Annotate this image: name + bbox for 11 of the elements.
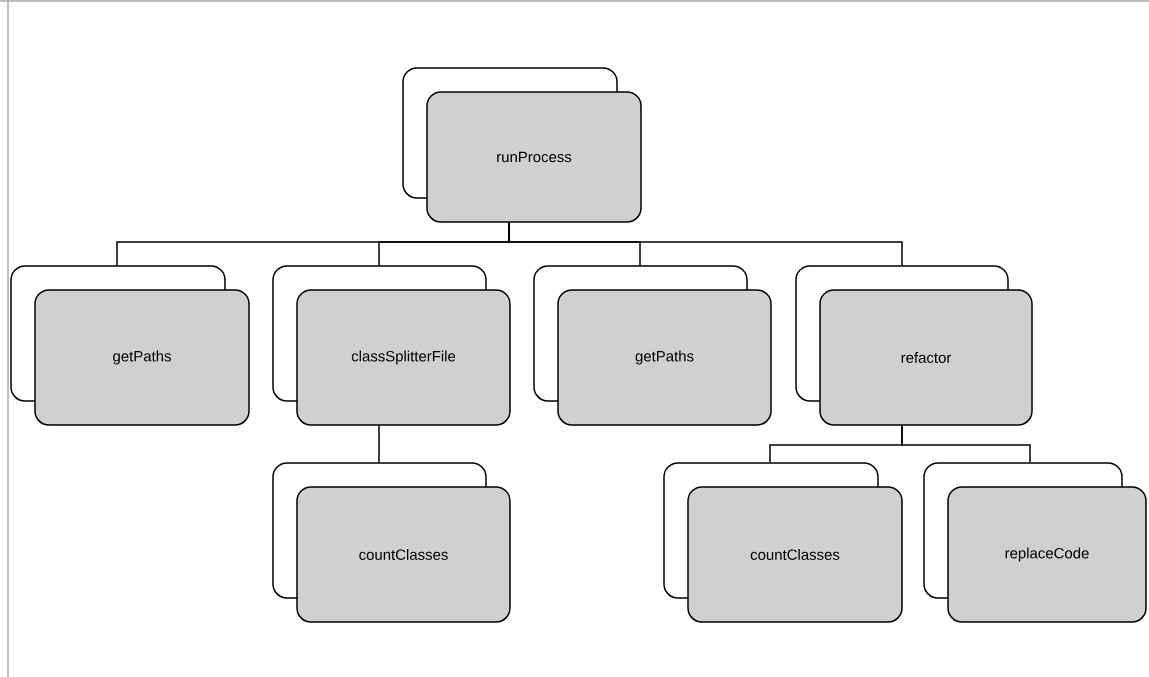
- tree-box: classSplitterFile: [272, 265, 511, 426]
- connector-line: [901, 425, 1031, 463]
- tree-box: refactor: [795, 265, 1033, 426]
- tree-box: countClasses: [663, 462, 903, 623]
- tree-box: runProcess: [402, 67, 642, 223]
- tree-box: getPaths: [10, 265, 250, 426]
- connector-line: [508, 222, 903, 266]
- connector-line: [378, 425, 380, 463]
- tree-box: countClasses: [272, 462, 511, 623]
- tree-box: replaceCode: [923, 462, 1147, 623]
- tree-box: getPaths: [533, 265, 772, 426]
